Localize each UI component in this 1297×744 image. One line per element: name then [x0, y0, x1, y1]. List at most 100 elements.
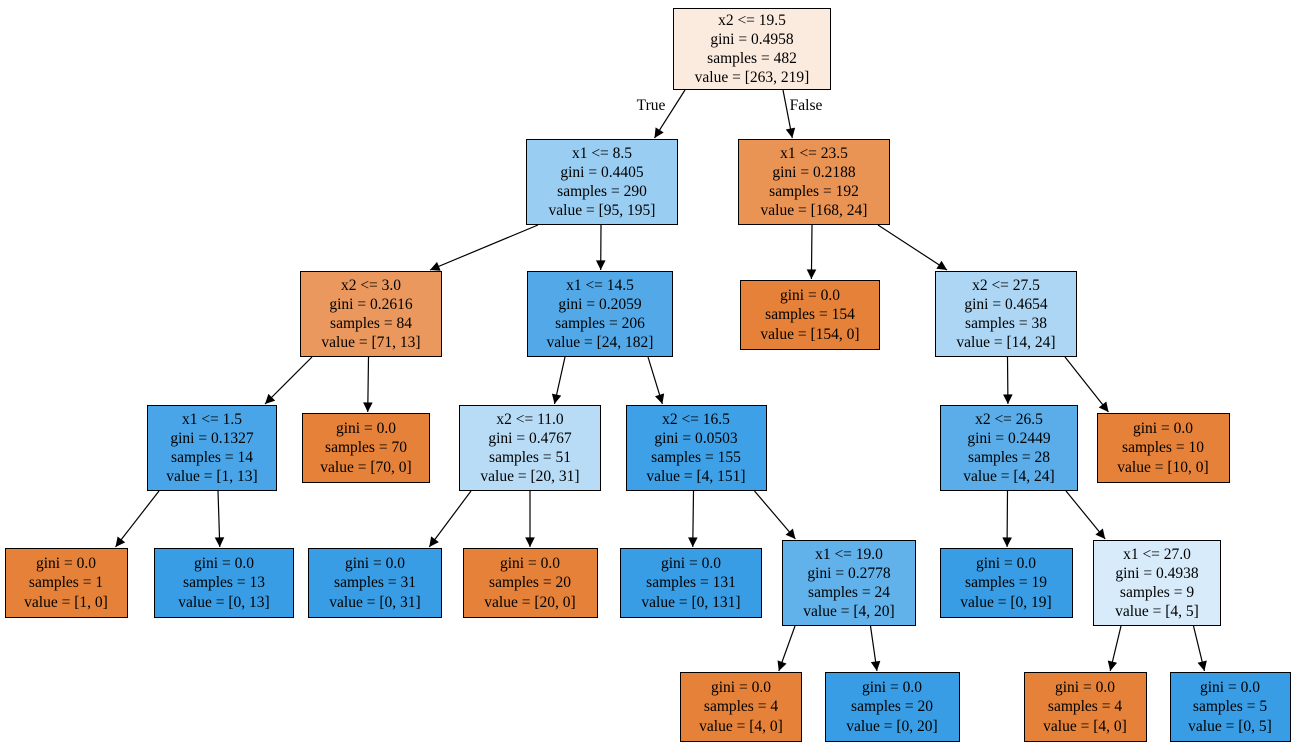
edge-label-false: False — [789, 97, 823, 114]
node-text-line: gini = 0.0 — [1200, 679, 1260, 697]
node-text-line: value = [4, 24] — [963, 468, 1055, 486]
node-text-line: value = [0, 13] — [178, 593, 270, 611]
tree-edge-4-9 — [551, 356, 566, 405]
tree-edge-7-14 — [214, 490, 225, 548]
node-text-line: value = [4, 20] — [803, 603, 895, 621]
node-text-line: samples = 38 — [965, 315, 1047, 332]
edge-label-true: True — [636, 97, 666, 114]
node-text-line: value = [1, 13] — [166, 468, 258, 486]
node-text-line: gini = 0.0 — [1133, 420, 1193, 438]
node-text-line: gini = 0.0 — [36, 555, 96, 573]
node-text-line: samples = 1 — [28, 574, 104, 592]
node-text-line: value = [154, 0] — [760, 325, 860, 343]
node-text-line: samples = 14 — [171, 449, 253, 466]
node-text-line: samples = 482 — [707, 50, 797, 67]
node-text-line: value = [20, 31] — [480, 468, 580, 486]
node-text-line: samples = 24 — [808, 584, 890, 601]
node-text-line: gini = 0.4938 — [1115, 564, 1199, 582]
node-text-line: gini = 0.0 — [780, 287, 840, 305]
node-text-line: samples = 290 — [557, 183, 647, 200]
node-text-line: gini = 0.4767 — [488, 429, 572, 447]
node-text-line: x2 <= 27.5 — [972, 276, 1040, 294]
node-text-line: x1 <= 8.5 — [571, 144, 633, 162]
node-text-line: gini = 0.0503 — [654, 429, 738, 447]
node-text-line: gini = 0.0 — [976, 555, 1036, 573]
node-text-line: x2 <= 3.0 — [340, 276, 402, 294]
node-text-line: samples = 51 — [489, 449, 571, 466]
node-text-line: gini = 0.4958 — [710, 30, 794, 48]
node-text-line: x1 <= 19.0 — [815, 545, 883, 563]
node-text-line: samples = 206 — [555, 315, 645, 332]
node-text-line: samples = 31 — [334, 574, 416, 592]
node-text-line: x2 <= 19.5 — [718, 11, 786, 29]
node-text-line: value = [4, 151] — [646, 468, 746, 486]
tree-edge-10-17 — [688, 490, 698, 548]
node-text-line: value = [0, 5] — [1188, 717, 1272, 735]
tree-edge-20-23 — [1107, 625, 1122, 672]
node-text-line: value = [95, 195] — [548, 202, 656, 220]
node-text-line: samples = 4 — [1047, 698, 1123, 716]
node-text-line: value = [14, 24] — [956, 334, 1056, 352]
tree-edge-20-24 — [1192, 625, 1207, 672]
node-text-line: value = [0, 131] — [641, 593, 741, 611]
node-text-line: samples = 70 — [325, 439, 407, 457]
node-text-line: x2 <= 11.0 — [496, 410, 564, 428]
node-text-line: gini = 0.2778 — [807, 564, 891, 582]
node-text-line: value = [4, 5] — [1115, 603, 1199, 621]
tree-edge-3-7 — [264, 356, 313, 405]
node-text-line: value = [1, 0] — [24, 593, 108, 611]
tree-edge-1-3 — [429, 224, 539, 271]
node-text-line: x2 <= 16.5 — [662, 410, 730, 428]
node-text-line: x1 <= 23.5 — [780, 144, 848, 162]
node-text-line: samples = 13 — [183, 574, 265, 592]
tree-edge-0-2 — [782, 89, 796, 139]
tree-edge-10-18 — [754, 490, 796, 540]
tree-edge-0-1 — [653, 89, 686, 139]
tree-edge-4-10 — [647, 356, 665, 405]
node-text-line: value = [4, 0] — [1043, 717, 1127, 735]
node-text-line: samples = 5 — [1192, 698, 1268, 716]
node-text-line: gini = 0.2616 — [329, 295, 413, 313]
tree-edge-7-13 — [115, 490, 160, 548]
node-text-line: samples = 84 — [330, 315, 412, 332]
node-text-line: gini = 0.0 — [862, 679, 922, 697]
node-text-line: gini = 0.0 — [500, 555, 560, 573]
node-text-line: samples = 20 — [851, 698, 933, 716]
node-text-line: value = [263, 219] — [694, 69, 810, 87]
node-text-line: value = [71, 13] — [321, 334, 421, 352]
tree-edge-18-22 — [869, 625, 881, 672]
node-text-line: gini = 0.0 — [711, 679, 771, 697]
node-text-line: gini = 0.2188 — [772, 163, 856, 181]
tree-edge-18-21 — [777, 625, 796, 672]
node-text-line: samples = 154 — [765, 306, 855, 324]
node-text-line: samples = 192 — [769, 183, 859, 200]
tree-edge-3-8 — [363, 356, 373, 413]
node-text-line: gini = 0.2059 — [558, 295, 642, 313]
node-text-line: gini = 0.2449 — [967, 429, 1051, 447]
node-text-line: samples = 155 — [651, 449, 741, 466]
node-text-line: gini = 0.4654 — [964, 295, 1048, 313]
node-text-line: value = [10, 0] — [1117, 458, 1209, 476]
node-text-line: value = [20, 0] — [484, 593, 576, 611]
node-text-line: samples = 131 — [646, 574, 736, 592]
node-text-line: samples = 10 — [1122, 439, 1204, 457]
tree-edge-11-20 — [1065, 490, 1106, 540]
node-text-line: value = [70, 0] — [320, 458, 412, 476]
